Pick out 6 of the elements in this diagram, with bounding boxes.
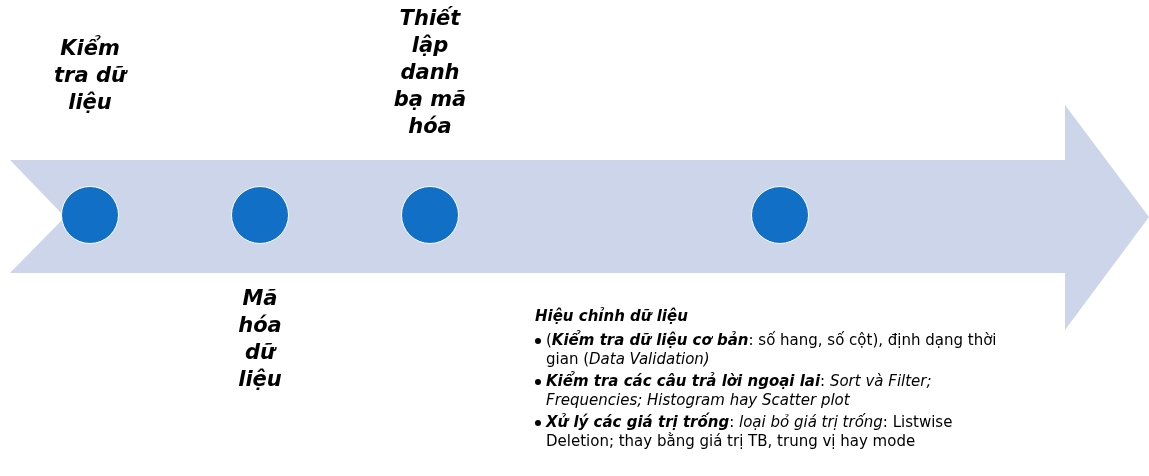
step-heading: Hiệu chỉnh dữ liệu (535, 306, 689, 326)
step-label: Mã hóa dữ liệu (237, 285, 283, 393)
step-label: Thiết lập danh bạ mã hóa (392, 5, 468, 140)
bullet-text: Xử lý các giá trị trống: loại bỏ giá trị trống: Listwise Deletion; thay bằng giá trị TB, trung vị hay mode (546, 413, 954, 451)
step-label: Kiểm tra dữ liệu (53, 35, 129, 116)
bullet-text: (Kiểm tra dữ liệu cơ bản: số hang, số cột), định dạng thời gian (Data Validation) (546, 331, 998, 369)
